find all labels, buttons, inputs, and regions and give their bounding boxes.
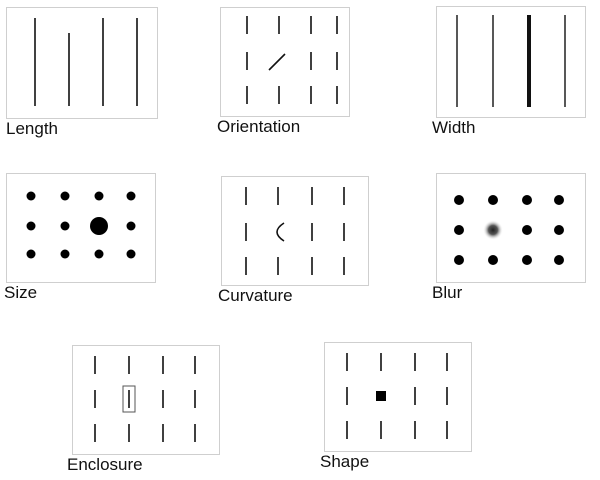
dot-mark bbox=[488, 195, 498, 205]
dot-mark bbox=[454, 255, 464, 265]
dot-mark bbox=[554, 225, 564, 235]
dot-mark bbox=[26, 221, 36, 231]
dot-mark bbox=[126, 191, 136, 201]
dot-mark bbox=[522, 195, 532, 205]
label-size: Size bbox=[4, 283, 38, 302]
label-width: Width bbox=[432, 118, 476, 137]
enclosure-diagram bbox=[72, 345, 220, 455]
tilted-line-target bbox=[268, 53, 286, 71]
dot-mark bbox=[126, 221, 136, 231]
curvature-svg bbox=[245, 187, 345, 275]
dot-mark bbox=[554, 195, 564, 205]
dot-mark bbox=[522, 225, 532, 235]
label-enclosure: Enclosure bbox=[67, 455, 143, 474]
shape-svg bbox=[346, 353, 448, 439]
dot-mark bbox=[94, 191, 104, 201]
dot-mark bbox=[454, 195, 464, 205]
enclosure-svg bbox=[94, 356, 196, 442]
shape-diagram bbox=[324, 342, 472, 452]
length-diagram bbox=[6, 7, 158, 119]
large-dot-target bbox=[90, 217, 108, 235]
dot-mark bbox=[488, 255, 498, 265]
label-shape: Shape bbox=[320, 452, 370, 471]
label-curvature: Curvature bbox=[218, 286, 293, 305]
dot-mark bbox=[554, 255, 564, 265]
dot-mark bbox=[60, 249, 70, 259]
length-svg bbox=[34, 18, 138, 106]
dot-mark bbox=[26, 249, 36, 259]
dot-mark bbox=[94, 249, 104, 259]
blur-diagram bbox=[436, 173, 586, 283]
size-svg bbox=[26, 191, 136, 259]
orientation-svg bbox=[246, 16, 338, 104]
label-orientation: Orientation bbox=[217, 117, 301, 136]
label-length: Length bbox=[6, 119, 58, 138]
blurred-dot-target bbox=[483, 220, 503, 240]
width-svg bbox=[456, 15, 566, 107]
blur-svg bbox=[454, 195, 564, 265]
curvature-diagram bbox=[221, 176, 369, 286]
enclosure-box-target bbox=[122, 385, 136, 413]
square-target bbox=[376, 391, 386, 401]
dot-mark bbox=[522, 255, 532, 265]
size-diagram bbox=[6, 173, 156, 283]
label-blur: Blur bbox=[432, 283, 463, 302]
dot-mark bbox=[454, 225, 464, 235]
orientation-diagram bbox=[220, 7, 350, 117]
dot-mark bbox=[26, 191, 36, 201]
curved-line-target bbox=[276, 222, 285, 242]
dot-mark bbox=[126, 249, 136, 259]
dot-mark bbox=[60, 191, 70, 201]
dot-mark bbox=[60, 221, 70, 231]
width-diagram bbox=[436, 6, 586, 118]
